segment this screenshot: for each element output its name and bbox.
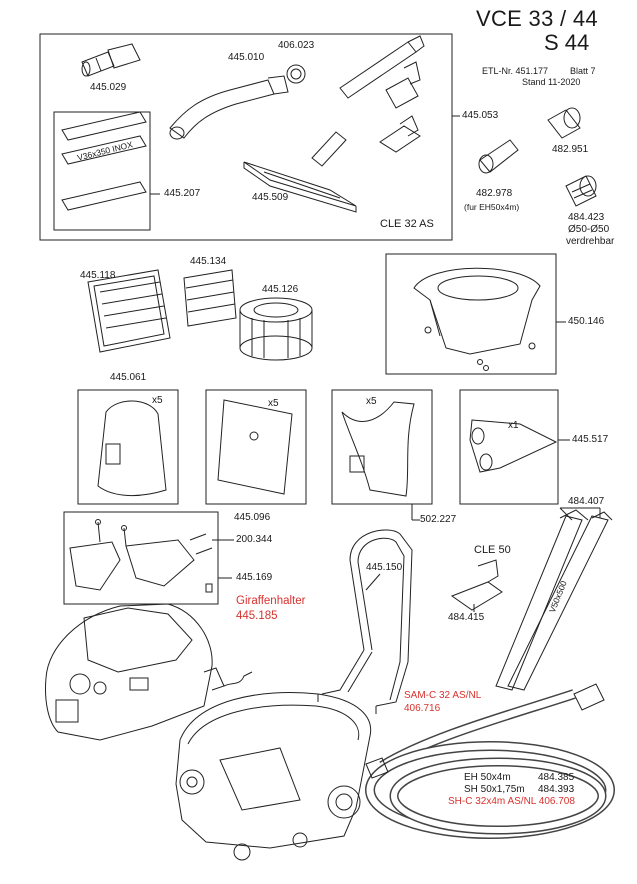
part-482951: 482.951 (552, 144, 589, 155)
hose-sh-label: SH 50x1,75m (464, 784, 525, 795)
part-445029: 445.029 (90, 82, 127, 93)
holder-set-box-frame (63, 511, 219, 605)
nozzle-484415-drawing (450, 559, 503, 611)
giraffe-holder-label: Giraffenhalter (236, 595, 306, 607)
suction-tubes-484407-drawing (495, 509, 613, 691)
giraffe-frame-445150-drawing (317, 529, 413, 714)
bag-502227-drawing (341, 401, 415, 497)
part-484423-note: verdrehbar (566, 236, 615, 247)
bag-445061-drawing (97, 400, 167, 497)
revision-date: Stand 11-2020 (522, 77, 581, 87)
part-445061: 445.061 (110, 372, 147, 383)
nozzle-445517-frame (459, 389, 559, 505)
part-200344: 200.344 (236, 534, 273, 545)
sheet-title: VCE 33 / 44 (476, 6, 598, 31)
part-450146: 450.146 (568, 316, 605, 327)
part-502227: 502.227 (420, 514, 457, 525)
accessory-box-frame (39, 33, 453, 241)
leader-lines (150, 115, 601, 612)
part-484407: 484.407 (568, 496, 605, 507)
hose-shc-label: SH-C 32x4m AS/NL 406.708 (448, 796, 575, 807)
upholstery-nozzle-drawing (379, 115, 421, 153)
suction-hose-drawing (365, 683, 615, 839)
round-filter-445126-drawing (239, 297, 313, 361)
part-484415: 484.415 (448, 612, 485, 623)
part-406023: 406.023 (278, 40, 315, 51)
adaptor-482951-drawing (547, 107, 581, 139)
bag-445061-frame (77, 389, 179, 505)
extension-tubes-drawing (61, 111, 147, 211)
flat-filter-445134-drawing (183, 269, 237, 327)
part-484385: 484.385 (538, 772, 575, 783)
bag-502227-qty: x5 (366, 396, 377, 407)
part-445096: 445.096 (234, 512, 271, 523)
part-484423-size: Ø50-Ø50 (568, 224, 610, 235)
part-445010: 445.010 (228, 52, 265, 63)
floor-nozzle-445509-drawing (243, 131, 357, 213)
part-445134: 445.134 (190, 256, 227, 267)
connector-484423-drawing (565, 175, 597, 207)
bend-tube-445010-drawing (169, 75, 289, 140)
bag-502227-frame (331, 389, 433, 505)
part-482978-note: (fur EH50x4m) (464, 202, 520, 212)
holder-445169-drawing (69, 519, 213, 593)
brush-drawing (385, 61, 421, 109)
part-445509: 445.509 (252, 192, 289, 203)
part-482978: 482.978 (476, 188, 513, 199)
flat-filter-445118-drawing (87, 269, 171, 353)
bag-445096-qty: x5 (268, 398, 279, 409)
tank-insert-box-frame (385, 253, 557, 375)
part-445150: 445.150 (366, 562, 403, 573)
adaptor-482978-drawing (478, 139, 519, 174)
bag-445096-frame (205, 389, 307, 505)
tube-set-box-frame (53, 111, 151, 231)
model-name: S 44 (544, 30, 590, 55)
cle50-label: CLE 50 (474, 544, 511, 556)
etl-number: ETL-Nr. 451.177 (482, 66, 549, 76)
part-445207: 445.207 (164, 188, 201, 199)
bag-445061-qty: x5 (152, 395, 163, 406)
tank-insert-450146-drawing (413, 267, 541, 371)
bag-445096-drawing (217, 399, 293, 495)
samc-label: SAM-C 32 AS/NL (404, 690, 482, 701)
part-445517: 445.517 (572, 434, 609, 445)
part-484393: 484.393 (538, 784, 575, 795)
part-406716: 406.716 (404, 703, 441, 714)
part-445118: 445.118 (80, 270, 116, 281)
part-445169: 445.169 (236, 572, 273, 583)
nozzle-445517-drawing (469, 419, 558, 473)
vacuum-tank-drawing (175, 692, 372, 861)
sheet-number: Blatt 7 (570, 66, 596, 76)
vacuum-head-drawing (45, 603, 253, 741)
crevice-tool-drawing (339, 35, 425, 99)
connector-445029-drawing (81, 43, 141, 77)
part-484423: 484.423 (568, 212, 605, 223)
part-445185: 445.185 (236, 610, 278, 622)
part-445053: 445.053 (462, 110, 499, 121)
clip-406023-drawing (286, 64, 306, 84)
hose-eh-label: EH 50x4m (464, 772, 511, 783)
nozzle-445517-qty: x1 (508, 420, 519, 431)
part-445126: 445.126 (262, 284, 299, 295)
accessory-box-label: CLE 32 AS (380, 218, 434, 230)
